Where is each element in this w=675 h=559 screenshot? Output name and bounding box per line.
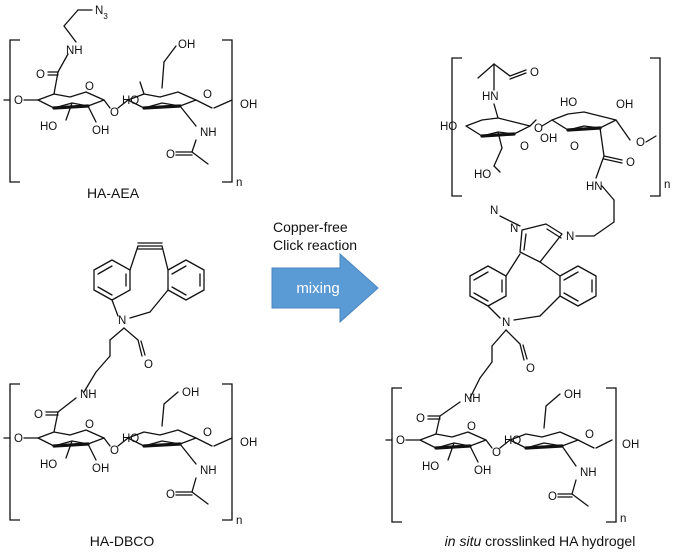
- atom-o-glyco: O: [110, 445, 119, 457]
- atom-oh: OH: [240, 99, 257, 111]
- atom-o-carbonyl: O: [34, 409, 43, 421]
- atom-ho: HO: [122, 433, 139, 445]
- atom-oh: OH: [178, 39, 195, 51]
- atom-o: O: [85, 419, 94, 431]
- atom-o: O: [520, 141, 529, 153]
- product-label-italic: in situ: [445, 533, 482, 549]
- atom-ho: HO: [474, 169, 491, 181]
- atom-o: O: [203, 89, 212, 101]
- atom-o: O: [526, 363, 535, 375]
- product-repeat-top: n: [664, 179, 670, 191]
- atom-nh: NH: [464, 393, 481, 405]
- atom-nh: NH: [200, 465, 217, 477]
- product-repeat-bottom: n: [620, 513, 626, 525]
- atom-o: O: [548, 491, 557, 503]
- atom-ho: HO: [122, 95, 139, 107]
- atom-nh: NH: [66, 45, 83, 57]
- ha-dbco-label: HA-DBCO: [90, 533, 155, 549]
- atom-o: O: [203, 427, 212, 439]
- ha-aea-structure: n O O O NH N3 HO OH O O HO OH: [3, 5, 257, 201]
- atom-oh: OH: [92, 125, 109, 137]
- reaction-condition-line1: Copper-free: [273, 219, 348, 235]
- atom-o-link: O: [396, 435, 405, 447]
- ha-aea-label: HA-AEA: [87, 185, 140, 201]
- atom-o-glyco: O: [534, 123, 543, 135]
- atom-o-glyco: O: [492, 447, 501, 459]
- atom-o: O: [626, 157, 635, 169]
- atom-nh: NH: [80, 389, 97, 401]
- ha-aea-repeat-n: n: [236, 177, 242, 189]
- atom-ho: HO: [504, 435, 521, 447]
- atom-o-link: O: [14, 433, 23, 445]
- reaction-arrow: mixing: [271, 252, 379, 324]
- atom-oh: OH: [474, 465, 491, 477]
- atom-oh: OH: [622, 439, 639, 451]
- atom-oh: OH: [564, 389, 581, 401]
- atom-o: O: [144, 359, 153, 371]
- atom-o: O: [467, 421, 476, 433]
- atom-o: O: [530, 67, 539, 79]
- atom-oh: OH: [616, 99, 633, 111]
- atom-o-link: O: [14, 95, 23, 107]
- arrow-label: mixing: [296, 280, 339, 297]
- atom-n: N: [510, 223, 518, 235]
- atom-o: O: [166, 149, 175, 161]
- atom-o: O: [85, 81, 94, 93]
- atom-n: N: [502, 317, 510, 329]
- atom-oh: OH: [240, 437, 257, 449]
- ha-dbco-repeat-n: n: [236, 515, 242, 527]
- atom-o: O: [585, 429, 594, 441]
- atom-o: O: [570, 141, 579, 153]
- atom-ho: HO: [40, 121, 57, 133]
- ha-dbco-structure: N O NH n O O O HO OH O: [3, 242, 257, 549]
- atom-n: N: [118, 315, 126, 327]
- product-structure: n O HN HO O HO OH O HO OH O O O: [385, 57, 670, 549]
- atom-ho: HO: [40, 459, 57, 471]
- atom-n: N: [490, 205, 498, 217]
- atom-oh: OH: [92, 463, 109, 475]
- atom-hn: HN: [586, 181, 603, 193]
- product-label-rest: crosslinked HA hydrogel: [481, 533, 635, 549]
- atom-n: N: [566, 231, 574, 243]
- atom-ho: HO: [422, 461, 439, 473]
- atom-o: O: [166, 489, 175, 501]
- atom-nh: NH: [200, 127, 217, 139]
- atom-o-glyco: O: [110, 107, 119, 119]
- reaction-condition-line2: Click reaction: [273, 237, 357, 253]
- atom-nh: NH: [580, 467, 597, 479]
- atom-ho: HO: [560, 97, 577, 109]
- atom-hn: HN: [482, 91, 499, 103]
- atom-o-link: O: [636, 137, 645, 149]
- atom-o-carbonyl: O: [416, 413, 425, 425]
- atom-o-carbonyl: O: [36, 69, 45, 81]
- product-label: in situ crosslinked HA hydrogel: [445, 533, 636, 549]
- atom-ho: HO: [440, 121, 457, 133]
- atom-oh: OH: [540, 133, 557, 145]
- atom-n3: N3: [95, 5, 108, 21]
- atom-oh: OH: [182, 387, 199, 399]
